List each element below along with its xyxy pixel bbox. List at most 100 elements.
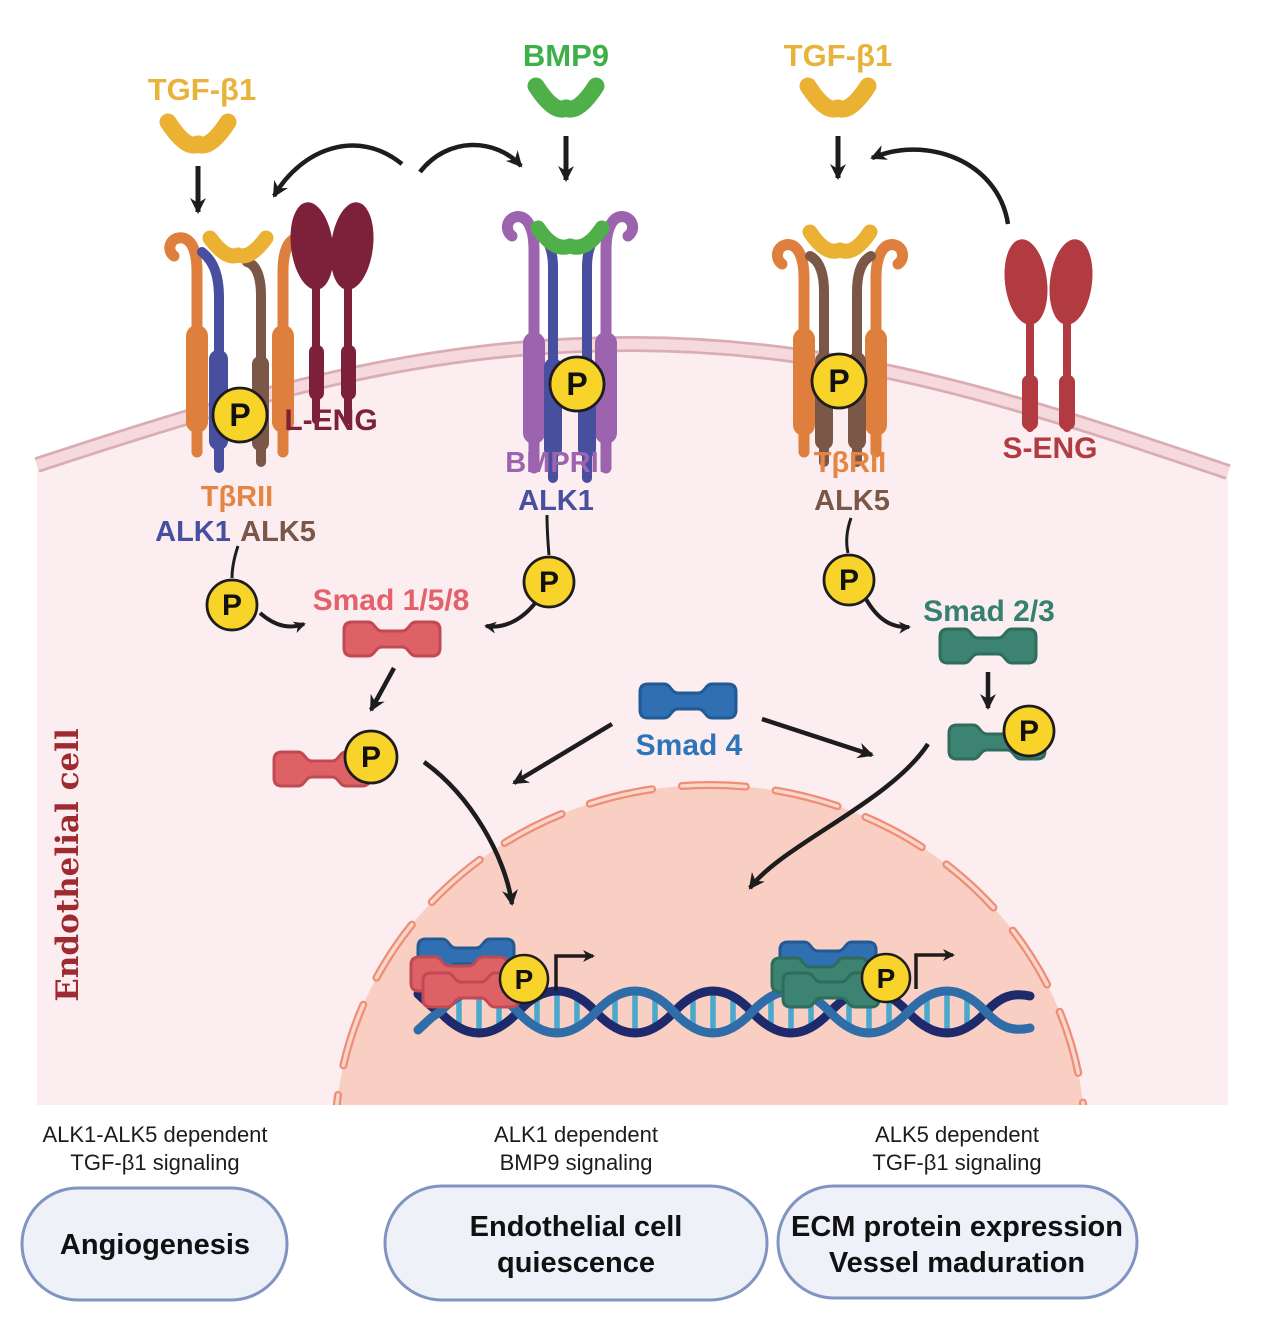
alk5-receptor-icon xyxy=(805,251,829,467)
arrow-seng-to-right-complex xyxy=(870,145,1011,225)
outcome-box-label: Angiogenesis xyxy=(60,1229,250,1261)
endothelial-cell-label: Endothelial cell xyxy=(50,728,86,1001)
tbrii-transmembrane xyxy=(865,328,887,436)
alk1-receptor-icon xyxy=(197,247,224,473)
s-eng-domain-icon xyxy=(1004,239,1048,325)
tbrii-receptor-icon xyxy=(772,239,810,458)
outcome-box-label: ECM protein expression xyxy=(791,1211,1123,1243)
tbrii-left-label: TβRII xyxy=(201,481,273,513)
phosphorylation-right: P xyxy=(822,517,876,607)
phosphate-icon xyxy=(860,952,912,1004)
arrow-smad4-to-left-complex xyxy=(512,722,614,785)
smad23-label: Smad 2/3 xyxy=(923,595,1055,628)
bmp9-ligand-bound-icon xyxy=(562,220,610,255)
phosphate-label: P xyxy=(828,363,849,399)
tbrii-right-label: TβRII xyxy=(814,447,886,479)
outcome-box-label: Vessel maduration xyxy=(829,1247,1085,1279)
phosphate-icon xyxy=(205,578,259,632)
arrow-p-to-smad158-left xyxy=(258,611,306,634)
phosphate-label: P xyxy=(515,964,534,995)
outcome-column-quiescence: ALK1 dependent BMP9 signaling Endothelia… xyxy=(383,1122,769,1302)
smad23-phosphorylated: P xyxy=(947,704,1056,761)
arrow-leng-to-left-complex xyxy=(272,143,404,198)
phosphate-icon xyxy=(1002,704,1056,758)
phosphate-label: P xyxy=(229,397,250,433)
transcription-arrow-icon xyxy=(914,949,955,989)
phosphate-icon xyxy=(498,953,550,1005)
smad158-label: Smad 1/5/8 xyxy=(313,584,470,617)
alk1-left-label: ALK1 xyxy=(155,516,231,548)
arrow-smad158-into-nucleus xyxy=(422,760,518,906)
alk5-left-label: ALK5 xyxy=(240,516,316,548)
outcome-column-angiogenesis: ALK1-ALK5 dependent TGF-β1 signaling Ang… xyxy=(20,1122,289,1302)
s-eng-transmembrane xyxy=(1059,375,1075,430)
phosphate-icon xyxy=(810,352,868,410)
phosphate-icon xyxy=(343,729,399,785)
phosphate-icon xyxy=(211,386,269,444)
tgfb1-right-label: TGF-β1 xyxy=(784,38,892,73)
s-eng-label: S-ENG xyxy=(1002,432,1097,465)
phosphate-label: P xyxy=(877,963,896,994)
bmprii-receptor-icon xyxy=(502,211,540,474)
phosphate-icon xyxy=(522,555,576,609)
bmprii-receptor-icon xyxy=(600,211,638,474)
outcome-caption: ALK1-ALK5 dependent xyxy=(42,1122,267,1147)
l-eng-domain-icon xyxy=(330,202,374,290)
smad158-phosphorylated: P xyxy=(272,729,399,788)
arrow-p-to-smad23 xyxy=(864,597,911,634)
outcome-column-ecm: ALK5 dependent TGF-β1 signaling ECM prot… xyxy=(776,1122,1139,1300)
l-eng-transmembrane xyxy=(341,345,356,400)
alk5-right-label: ALK5 xyxy=(814,485,890,517)
phosphate-label: P xyxy=(839,564,859,597)
tbrii-receptor-icon xyxy=(870,239,908,458)
tbrii-transmembrane xyxy=(186,325,208,433)
tgfb1-ligand-bound-icon xyxy=(230,230,274,264)
outcome-caption: ALK1 dependent xyxy=(494,1122,658,1147)
outcome-caption: TGF-β1 signaling xyxy=(70,1150,239,1175)
outcome-caption: TGF-β1 signaling xyxy=(872,1150,1041,1175)
phosphate-label: P xyxy=(566,366,587,402)
bmp9-label: BMP9 xyxy=(523,38,609,73)
phosphorylation-left: P xyxy=(205,545,259,632)
alk1-mid-label: ALK1 xyxy=(518,485,594,517)
dna-rungs xyxy=(456,991,970,1033)
phosphate-label: P xyxy=(361,741,381,774)
l-eng-domain-icon xyxy=(290,202,334,290)
tgfb1-left-label: TGF-β1 xyxy=(148,72,256,107)
phosphorylation-mid: P xyxy=(522,514,576,609)
tgfb1-ligand-left-icon xyxy=(159,113,237,154)
l-eng-label: L-ENG xyxy=(284,404,377,437)
signal-arrows xyxy=(190,136,1011,906)
phosphate-icon xyxy=(548,355,606,413)
outcome-caption: BMP9 signaling xyxy=(500,1150,653,1175)
smad-complex-on-dna-left: P xyxy=(409,937,595,1009)
alk5-receptor-icon xyxy=(242,257,266,467)
outcome-box xyxy=(776,1184,1139,1300)
phosphate-label: P xyxy=(222,589,242,622)
dna-strand-dark xyxy=(413,986,1035,1038)
transcription-arrow-icon xyxy=(554,950,595,991)
s-eng-transmembrane xyxy=(1022,375,1038,430)
nuclear-envelope-inner xyxy=(335,783,1085,1105)
arrow-smad158-phosphorylation xyxy=(369,666,396,712)
outcome-box-label: quiescence xyxy=(497,1247,655,1279)
tbrii-transmembrane xyxy=(793,328,815,436)
bmprii-transmembrane xyxy=(523,332,545,444)
bmp9-ligand-icon xyxy=(527,77,605,118)
outcome-caption: ALK5 dependent xyxy=(875,1122,1039,1147)
phosphate-label: P xyxy=(539,566,559,599)
arrow-p-to-smad158-mid xyxy=(484,600,538,634)
tbrii-receptor-icon xyxy=(164,232,203,458)
arrow-smad4-to-right-complex xyxy=(761,716,874,759)
receptor-complex-bmprii-alk1: P xyxy=(502,211,638,483)
bmprii-transmembrane xyxy=(595,332,617,444)
l-eng-transmembrane xyxy=(309,345,324,400)
phosphate-icon xyxy=(822,553,876,607)
l-eng-receptor xyxy=(290,202,374,424)
tgfb1-ligand-right-icon xyxy=(799,77,877,118)
outcome-box-label: Endothelial cell xyxy=(470,1211,683,1243)
alk5-receptor-icon xyxy=(852,251,876,467)
receptor-complex-tbrii-alk5: P xyxy=(772,224,908,467)
